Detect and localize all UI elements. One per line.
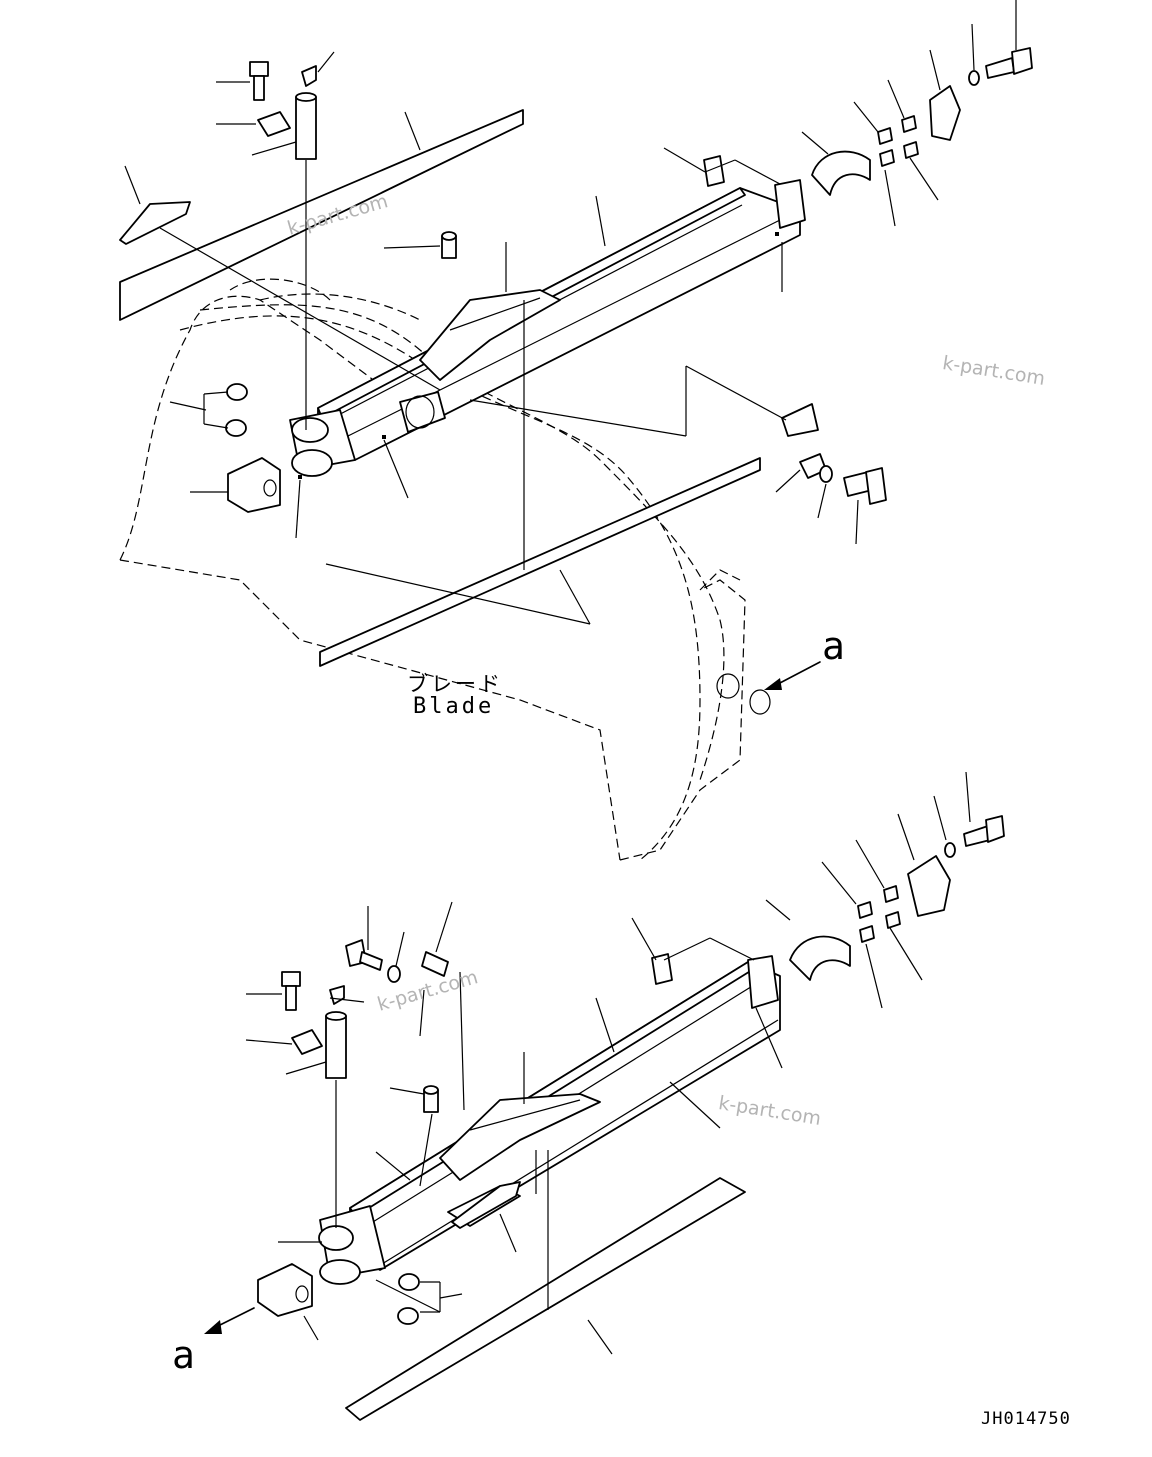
bolt-lower-mid — [345, 939, 383, 971]
washer-upper-right — [819, 465, 833, 483]
washer-upper — [968, 70, 980, 86]
pin-lower-mid — [421, 951, 449, 977]
blade-outline — [119, 278, 771, 861]
lock-plate-upper — [257, 111, 291, 137]
grease-fitting-upper — [441, 231, 457, 259]
shims-upper — [877, 115, 919, 167]
drawing-code: JH014750 — [981, 1409, 1071, 1429]
cap-lower — [329, 985, 345, 1005]
block-upper — [227, 457, 281, 513]
bolt-upper-left — [249, 61, 269, 101]
clamp-upper — [929, 85, 961, 141]
leader-lines-lower — [204, 771, 971, 1355]
grease-fitting-lower — [423, 1085, 439, 1113]
block-lower — [257, 1263, 313, 1317]
square-nut-lower — [651, 953, 673, 985]
pin-upper — [295, 92, 317, 430]
pin-upper-right — [781, 403, 819, 437]
leader-lines-upper — [124, 0, 1017, 690]
washer-lower-mid — [387, 965, 401, 983]
bolt-lower-right — [963, 815, 1005, 847]
view-marker-lower: a — [172, 1333, 195, 1377]
half-bushing-upper — [811, 150, 871, 196]
wear-strip-lower — [345, 1177, 746, 1421]
blade-label-japanese: ブレード — [407, 672, 503, 696]
clamp-lower — [907, 855, 951, 917]
wear-pad-lower — [451, 1181, 521, 1229]
bolt-lower-left — [281, 971, 301, 1011]
half-bushing-lower — [789, 935, 851, 981]
bolt-upper-right — [985, 47, 1033, 79]
shims-lower — [857, 885, 901, 943]
bushing-upper — [225, 383, 248, 437]
blade-label-english: Blade — [413, 694, 495, 719]
lock-plate-lower — [291, 1029, 323, 1055]
frame-arm-upper — [289, 179, 806, 479]
view-marker-upper: a — [822, 624, 845, 668]
washer-lower — [944, 842, 956, 858]
wear-strip-upper — [119, 109, 761, 667]
bushing-lower — [397, 1273, 420, 1325]
wear-pad-upper-left — [119, 201, 191, 245]
pin-lower — [325, 1011, 347, 1228]
square-nut-upper — [703, 155, 725, 187]
bolt-upper-right-2 — [843, 467, 887, 505]
cap-upper — [301, 65, 317, 87]
